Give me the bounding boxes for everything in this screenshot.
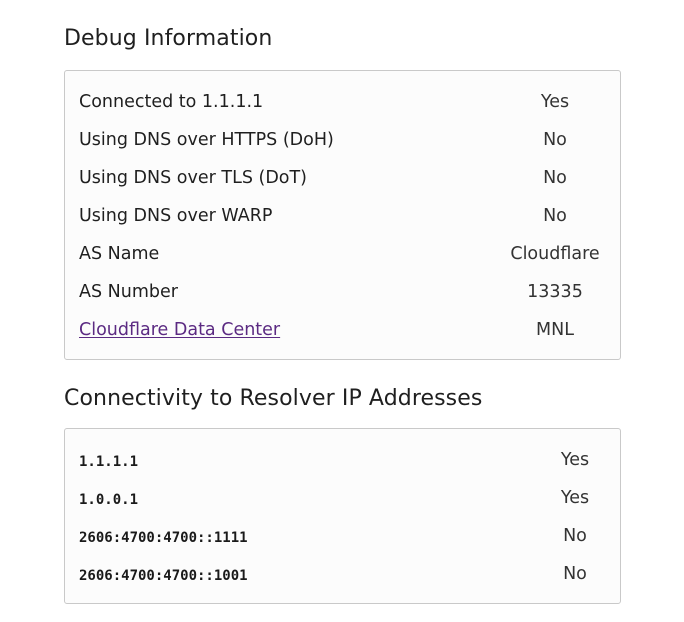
resolver-address: 2606:4700:4700::1111 [79, 530, 248, 546]
connectivity-panel: 1.1.1.1 Yes 1.0.0.1 Yes 2606:4700:4700::… [64, 428, 621, 604]
debug-row-as-number: AS Number 13335 [79, 280, 620, 318]
resolver-status: No [563, 526, 587, 546]
resolver-address: 2606:4700:4700::1001 [79, 568, 248, 584]
debug-row-data-center: Cloudflare Data Center MNL [79, 318, 620, 356]
debug-row-value: MNL [536, 320, 574, 340]
resolver-row: 1.1.1.1 Yes [79, 448, 620, 486]
debug-row-as-name: AS Name Cloudflare [79, 242, 620, 280]
resolver-status: Yes [560, 488, 590, 508]
debug-row-value: 13335 [527, 282, 583, 302]
debug-row-label: Connected to 1.1.1.1 [79, 92, 264, 112]
debug-row-label: AS Name [79, 244, 160, 264]
resolver-address: 1.0.0.1 [79, 492, 139, 508]
resolver-row: 1.0.0.1 Yes [79, 486, 620, 524]
debug-row-value: No [543, 206, 567, 226]
debug-row-value: No [543, 130, 567, 150]
debug-row-value: No [543, 168, 567, 188]
resolver-status: Yes [560, 450, 590, 470]
debug-row-label: Using DNS over HTTPS (DoH) [79, 130, 334, 150]
debug-row-label: Using DNS over WARP [79, 206, 273, 226]
debug-row-label: Using DNS over TLS (DoT) [79, 168, 308, 188]
debug-row-value: Cloudflare [510, 244, 600, 264]
connectivity-heading: Connectivity to Resolver IP Addresses [64, 386, 483, 411]
debug-row-warp: Using DNS over WARP No [79, 204, 620, 242]
debug-information-panel: Connected to 1.1.1.1 Yes Using DNS over … [64, 70, 621, 360]
resolver-row: 2606:4700:4700::1111 No [79, 524, 620, 562]
debug-row-connected: Connected to 1.1.1.1 Yes [79, 90, 620, 128]
resolver-status: No [563, 564, 587, 584]
debug-row-doh: Using DNS over HTTPS (DoH) No [79, 128, 620, 166]
resolver-address: 1.1.1.1 [79, 454, 139, 470]
resolver-row: 2606:4700:4700::1001 No [79, 562, 620, 600]
debug-row-label: AS Number [79, 282, 178, 302]
debug-row-dot: Using DNS over TLS (DoT) No [79, 166, 620, 204]
debug-information-heading: Debug Information [64, 26, 273, 51]
debug-row-value: Yes [540, 92, 570, 112]
cloudflare-data-center-link[interactable]: Cloudflare Data Center [79, 320, 281, 340]
